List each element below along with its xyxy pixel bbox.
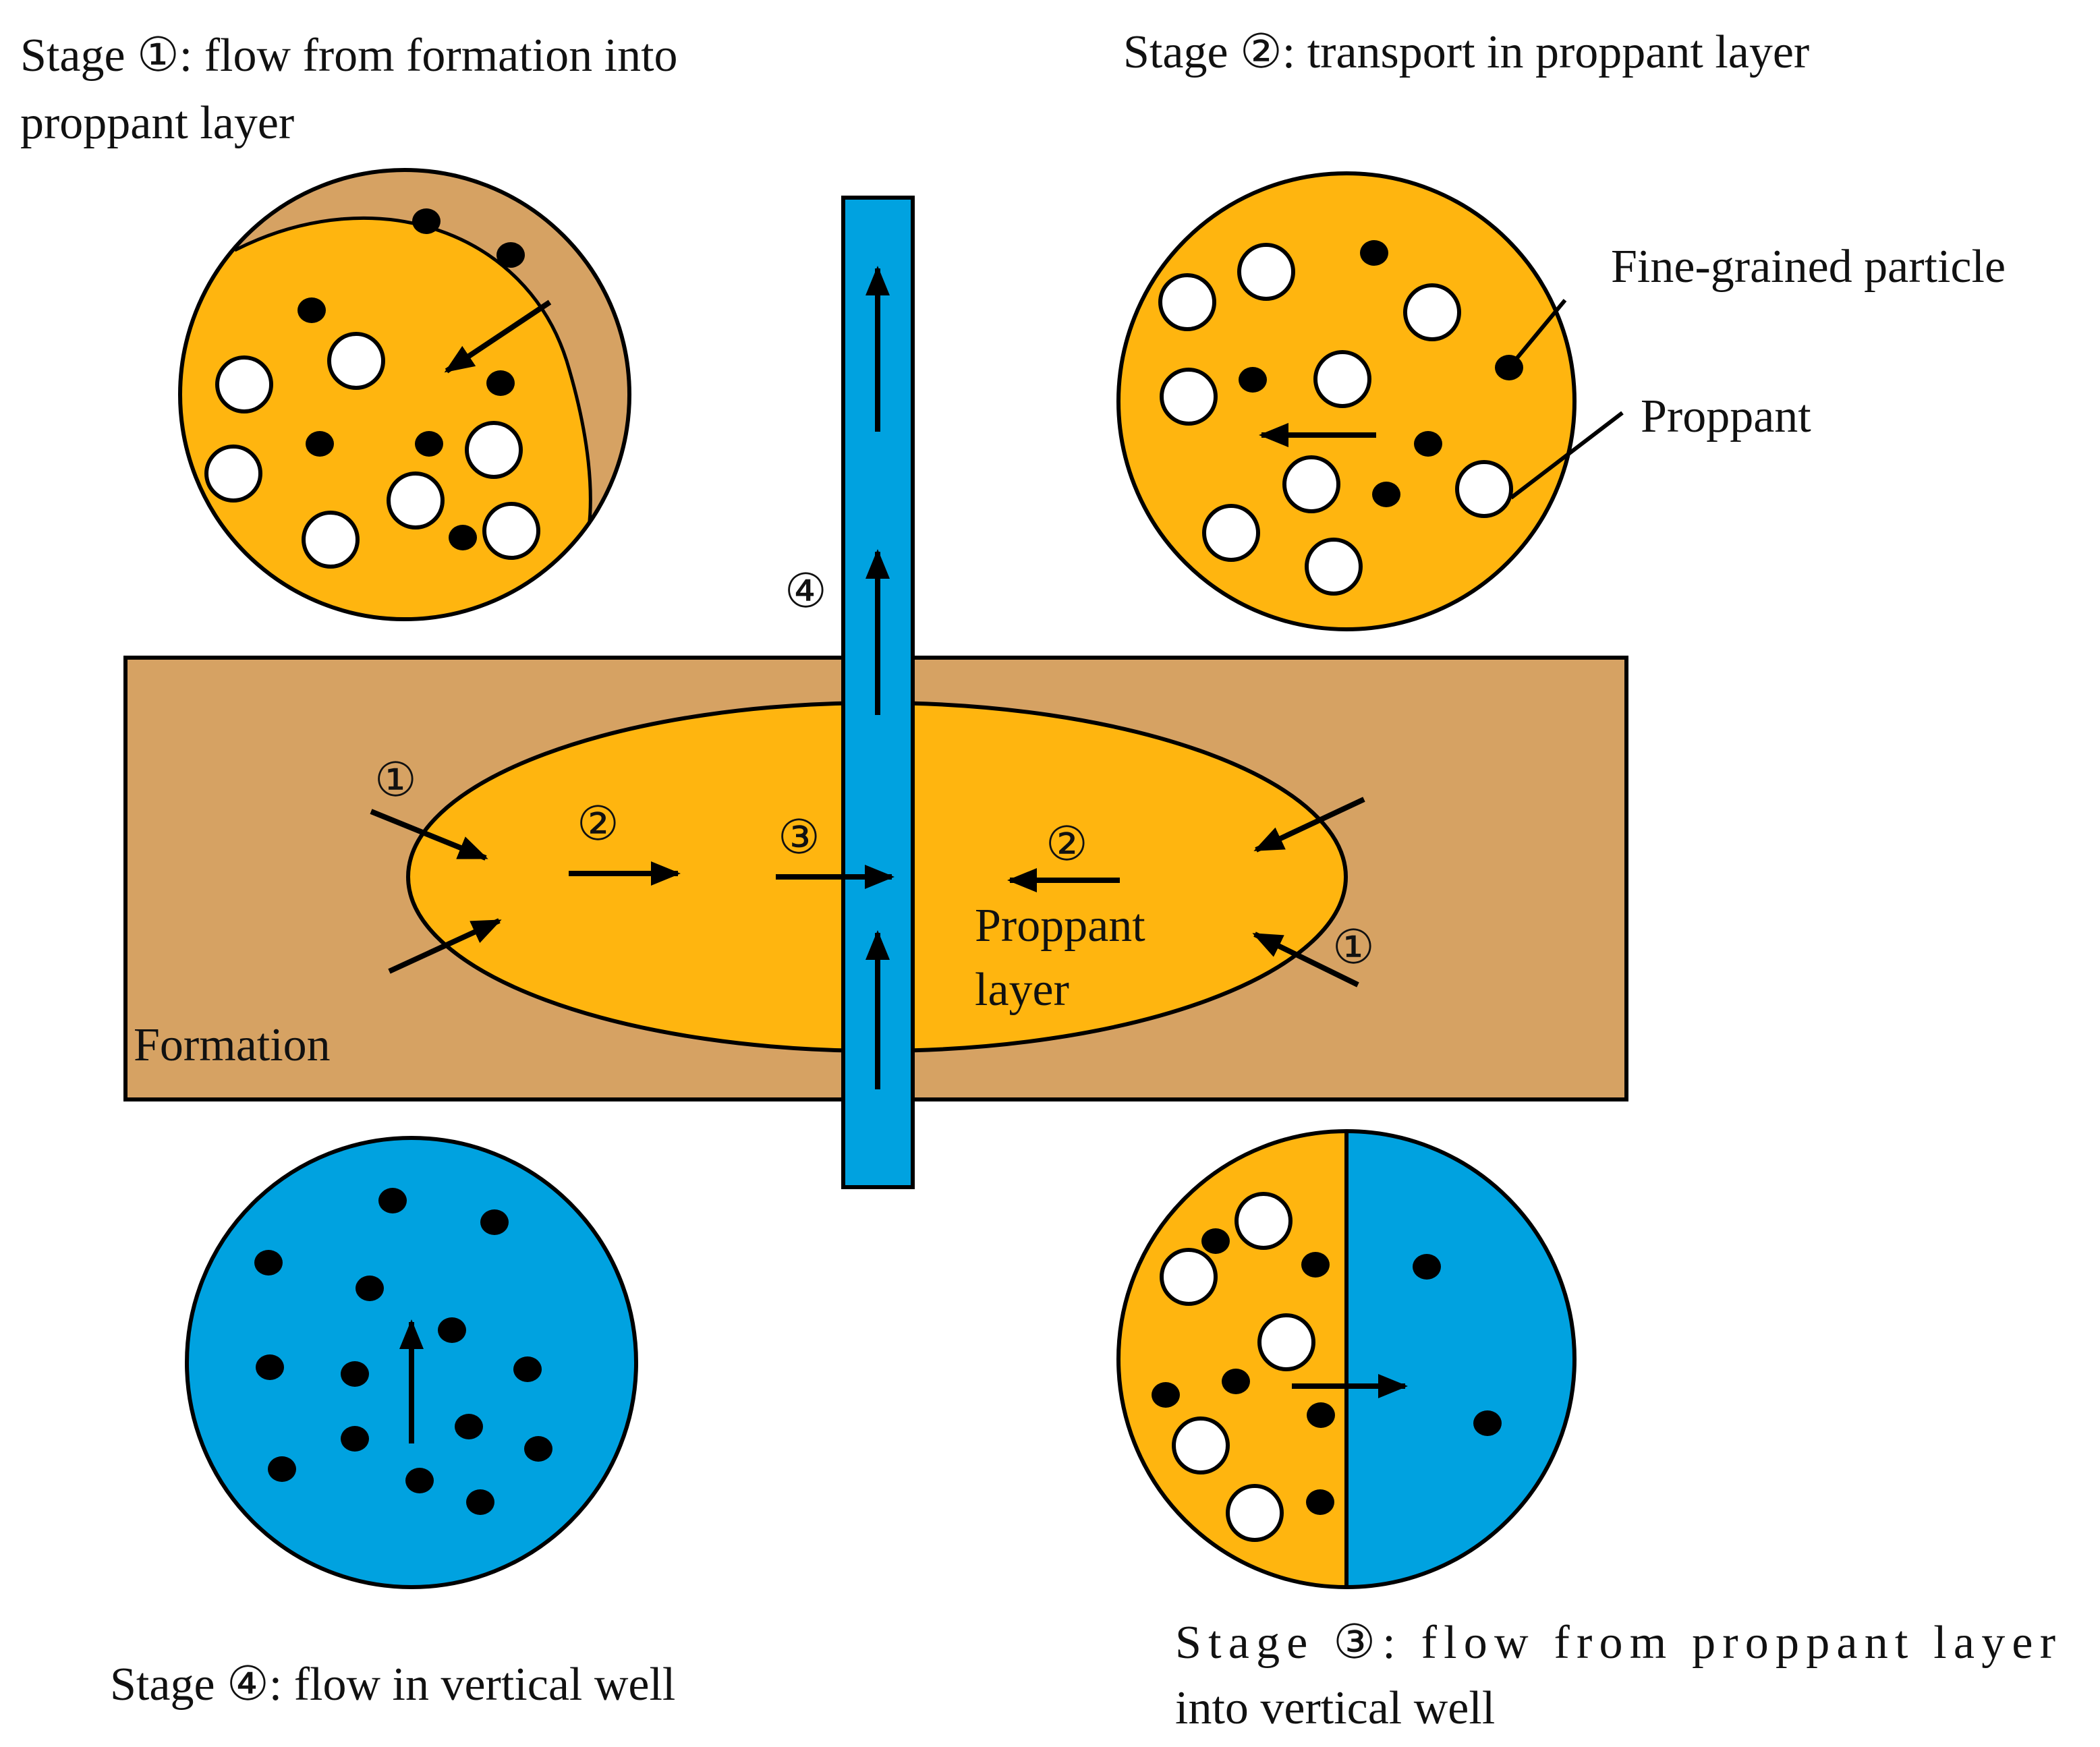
proppant-layer-label-line1: Proppant (975, 900, 1145, 952)
fine-particle-leader (1507, 299, 1567, 369)
proppant-half (1118, 1131, 1346, 1587)
stage1-detail (178, 168, 631, 621)
stage1-caption-line1: Stage ①: flow from formation into (20, 30, 678, 82)
fine-particles (1152, 1228, 1502, 1515)
stage1-caption-line2: proppant layer (20, 97, 294, 149)
stage3-marker: ③ (778, 812, 820, 864)
proppant-layer-label-line2: layer (975, 964, 1069, 1016)
formation-label: Formation (134, 1019, 331, 1071)
stage1-marker-left: ① (374, 755, 417, 807)
stage2-detail: Fine-grained particle Proppant (1116, 171, 2006, 631)
inflow-arrow (370, 809, 488, 861)
inflow-arrow (1252, 932, 1359, 987)
stage1-marker-right: ① (1332, 922, 1375, 974)
stage2-marker-left: ② (577, 799, 619, 851)
stage4-marker: ④ (785, 566, 827, 618)
stage3-detail (1116, 1129, 1577, 1589)
proppant-grains (204, 332, 540, 569)
stage3-caption-line2: into vertical well (1175, 1682, 1495, 1734)
inflow-arrow (444, 299, 552, 374)
stage4-detail (185, 1136, 638, 1589)
stage3-caption-line1: Stage ③: flow from proppant layer (1175, 1617, 2055, 1669)
fine-particles (297, 208, 525, 550)
proppant-legend: Proppant (1641, 391, 1811, 442)
proppant-leader (1510, 411, 1624, 500)
stage4-caption: Stage ④: flow in vertical well (110, 1659, 675, 1711)
stage2-marker-right: ② (1046, 819, 1088, 871)
central-scheme: ① ② ③ ② ① ④ Proppant layer Formation (123, 196, 1628, 1189)
proppant-grains (1160, 1192, 1315, 1542)
inflow-arrow (388, 918, 502, 974)
stage2-caption: Stage ②: transport in proppant layer (1123, 26, 1809, 78)
inflow-arrow (1253, 797, 1365, 853)
fine-particles (254, 1188, 552, 1515)
proppant-grains (1158, 243, 1513, 596)
fine-particle-legend: Fine-grained particle (1611, 241, 2006, 293)
